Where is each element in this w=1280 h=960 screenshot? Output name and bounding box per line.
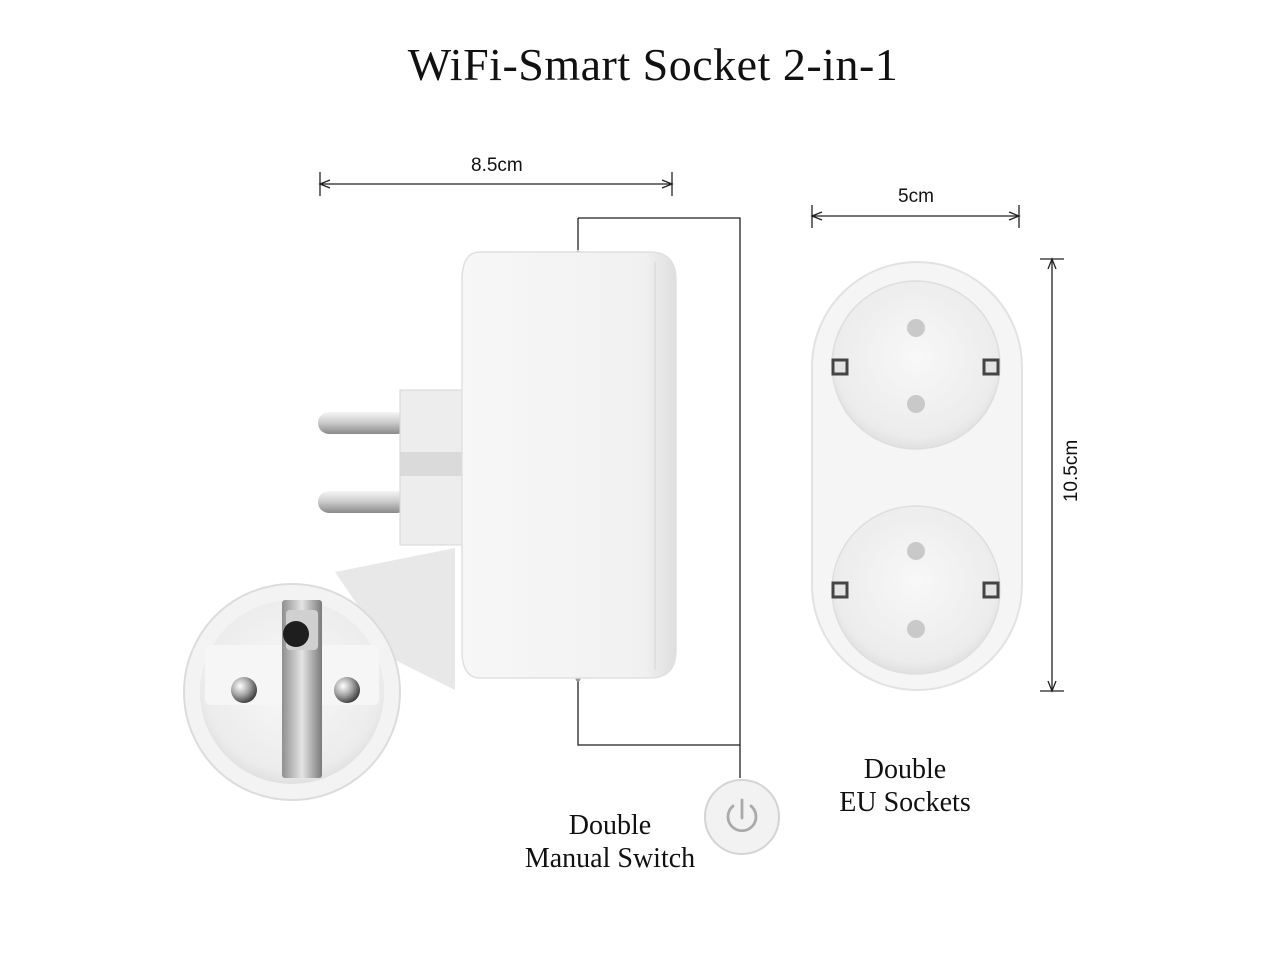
dimension-line-width-front [810,205,1021,228]
switch-caption-line2: Manual Switch [524,843,696,874]
front-view-socket [811,261,1023,691]
power-icon [726,798,758,833]
magnifier-cone [335,548,455,690]
plug-closeup [183,583,401,801]
dimension-line-height-front [1040,257,1064,693]
width-front-label: 5cm [898,186,934,207]
socket-bottom [831,505,1001,675]
switch-caption-line1: Double [568,810,652,841]
power-button[interactable] [704,779,780,855]
height-front-label: 10.5cm [1061,439,1082,503]
sockets-caption-line1: Double [863,754,947,785]
dimension-line-width-side [318,172,674,196]
sockets-caption-line2: EU Sockets [839,787,971,818]
width-side-label: 8.5cm [471,155,523,176]
socket-top [831,280,1001,450]
side-view-socket [318,251,677,679]
sockets-caption: Double EU Sockets [800,753,1010,819]
switch-caption: Double Manual Switch [490,809,730,875]
page-title: WiFi-Smart Socket 2-in-1 [407,39,899,90]
